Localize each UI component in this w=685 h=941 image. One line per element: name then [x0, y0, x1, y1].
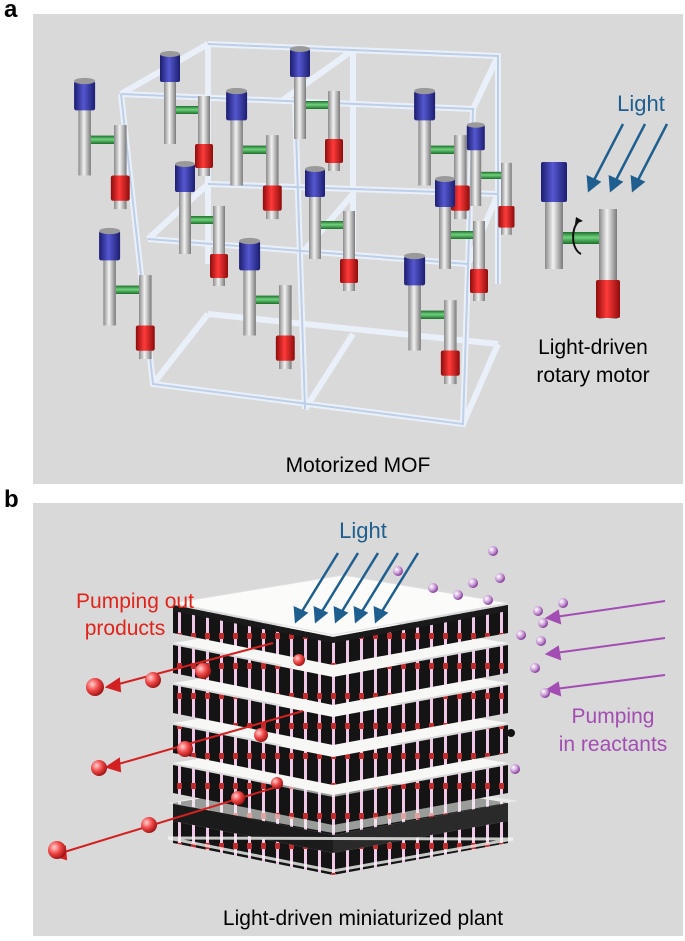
reactants-label-line2: in reactants	[559, 733, 668, 756]
panel-a-title: Motorized MOF	[286, 454, 431, 477]
product-molecules	[48, 654, 305, 859]
panel-b: Light Pumping out products	[33, 503, 683, 936]
reactant-molecules	[393, 546, 568, 774]
panel-b-title: Light-driven miniaturized plant	[223, 907, 503, 930]
products-label-line2: products	[85, 617, 166, 640]
light-label-a: Light	[617, 91, 665, 116]
light-arrows-b	[293, 552, 420, 624]
motorized-mof-illustration: Light Light-driven rotary motor Motorize…	[74, 41, 669, 477]
motor-label-line2: rotary motor	[536, 364, 649, 387]
products-label-line1: Pumping out	[76, 590, 194, 613]
panel-a: Light Light-driven rotary motor Motorize…	[33, 14, 683, 484]
panel-a-letter: a	[4, 0, 18, 23]
panel-b-letter: b	[4, 486, 19, 513]
rotary-motor-diagram	[541, 162, 620, 319]
motor-label-line1: Light-driven	[538, 336, 648, 359]
miniaturized-plant-illustration: Light Pumping out products	[48, 518, 668, 930]
light-arrows-a	[586, 123, 669, 193]
rotation-arrow-icon	[572, 221, 582, 255]
reactant-arrows	[544, 600, 666, 697]
plant-stack	[167, 574, 518, 875]
light-label-b: Light	[339, 518, 387, 543]
reactants-label-line1: Pumping	[572, 705, 655, 728]
